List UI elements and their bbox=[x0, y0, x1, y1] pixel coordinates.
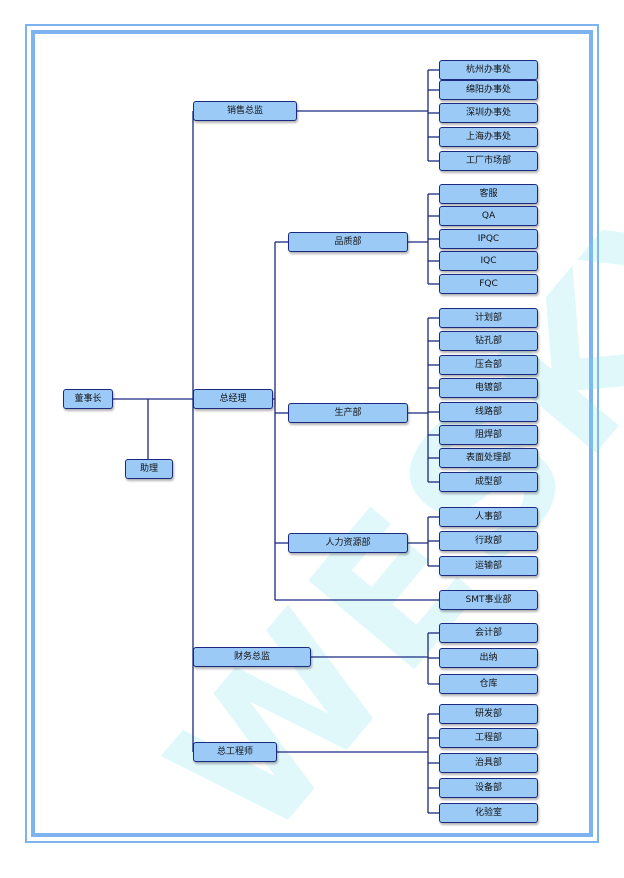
node-engineering-unit: 化验室 bbox=[439, 803, 538, 823]
node-finance-unit: 会计部 bbox=[439, 623, 538, 643]
node-finance-unit: 出纳 bbox=[439, 648, 538, 668]
node-finance-unit: 仓库 bbox=[439, 674, 538, 694]
node-chairman: 董事长 bbox=[63, 389, 113, 409]
node-assistant: 助理 bbox=[125, 459, 173, 479]
node-sales-office: 深圳办事处 bbox=[439, 103, 538, 123]
node-quality-unit: IQC bbox=[439, 251, 538, 271]
node-hr-unit: 行政部 bbox=[439, 531, 538, 551]
node-finance-director: 财务总监 bbox=[193, 647, 311, 667]
node-engineering-unit: 研发部 bbox=[439, 704, 538, 724]
node-quality-unit: FQC bbox=[439, 274, 538, 294]
node-sales-office: 绵阳办事处 bbox=[439, 80, 538, 100]
node-production-unit: 线路部 bbox=[439, 402, 538, 422]
node-engineering-unit: 设备部 bbox=[439, 778, 538, 798]
node-production-unit: 压合部 bbox=[439, 355, 538, 375]
node-production-unit: 计划部 bbox=[439, 308, 538, 328]
node-engineering-unit: 治具部 bbox=[439, 753, 538, 773]
node-quality-unit: 客服 bbox=[439, 184, 538, 204]
node-production-dept: 生产部 bbox=[288, 403, 408, 423]
node-sales-office: 杭州办事处 bbox=[439, 60, 538, 80]
node-quality-unit: IPQC bbox=[439, 229, 538, 249]
node-sales-office: 工厂市场部 bbox=[439, 151, 538, 171]
node-sales-director: 销售总监 bbox=[193, 101, 297, 121]
node-hr-dept: 人力资源部 bbox=[288, 533, 408, 553]
node-smt-dept: SMT事业部 bbox=[439, 590, 538, 610]
node-production-unit: 表面处理部 bbox=[439, 448, 538, 468]
node-quality-dept: 品质部 bbox=[288, 232, 408, 252]
node-sales-office: 上海办事处 bbox=[439, 127, 538, 147]
inner-frame bbox=[31, 30, 593, 837]
node-production-unit: 阻焊部 bbox=[439, 425, 538, 445]
node-chief-engineer: 总工程师 bbox=[193, 742, 277, 762]
node-production-unit: 钻孔部 bbox=[439, 331, 538, 351]
node-general-manager: 总经理 bbox=[193, 389, 273, 409]
outer-frame bbox=[25, 24, 599, 843]
node-production-unit: 成型部 bbox=[439, 472, 538, 492]
node-hr-unit: 人事部 bbox=[439, 507, 538, 527]
node-quality-unit: QA bbox=[439, 206, 538, 226]
node-hr-unit: 运输部 bbox=[439, 556, 538, 576]
node-engineering-unit: 工程部 bbox=[439, 728, 538, 748]
node-production-unit: 电镀部 bbox=[439, 378, 538, 398]
